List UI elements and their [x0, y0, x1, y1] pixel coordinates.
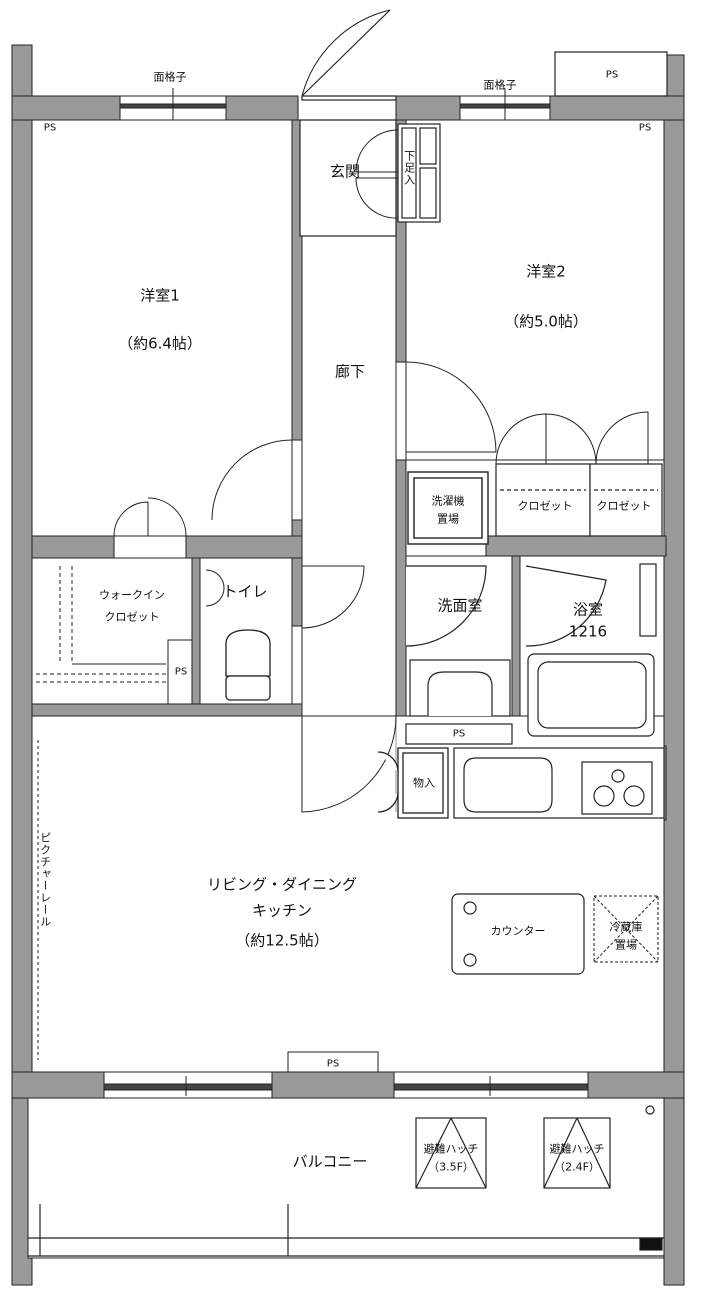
- wic-label-1: ウォークイン: [99, 588, 165, 602]
- western2-size: （約5.0帖）: [504, 312, 588, 331]
- ldk-size: （約12.5帖）: [235, 931, 329, 950]
- western1-doors: [113, 439, 293, 537]
- fridge-label-1: 冷蔵庫: [609, 920, 643, 934]
- washer-space: [407, 471, 489, 545]
- wash-fixtures: [405, 565, 513, 745]
- top-windows: [119, 88, 551, 120]
- ps-label-western2: PS: [638, 122, 652, 134]
- western1-name: 洋室1: [140, 286, 180, 305]
- lattice-left-label: 面格子: [153, 70, 187, 84]
- entrance-label: 玄関: [329, 162, 361, 181]
- shoe-storage: [397, 123, 441, 223]
- washroom-label: 洗面室: [437, 596, 483, 615]
- toilet-fixture: [225, 629, 271, 701]
- ldk-windows: [103, 1051, 589, 1096]
- counter: [451, 893, 585, 975]
- western1-size: （約6.4帖）: [118, 334, 202, 353]
- western2-name: 洋室2: [526, 262, 566, 281]
- hatch-a-label-2: （3.5F）: [428, 1160, 474, 1174]
- toilet-label: トイレ: [222, 582, 268, 601]
- genkan-doors: [355, 129, 399, 219]
- ps-label-ldk: PS: [326, 1058, 340, 1070]
- lattice-right-label: 面格子: [483, 78, 517, 92]
- ldk-label-1: リビング・ダイニング: [206, 875, 358, 894]
- ps-label-western1: PS: [43, 122, 57, 134]
- balcony-label: バルコニー: [292, 1152, 368, 1171]
- ps-label-wash: PS: [452, 728, 466, 740]
- western2-doors: [405, 361, 649, 465]
- closet-b-label: クロゼット: [596, 499, 652, 513]
- fridge-space: [593, 895, 659, 963]
- bath-fixtures: [525, 563, 657, 737]
- washer-label-1: 洗濯機: [431, 494, 465, 508]
- picture-rail-label: ピクチャーレール: [38, 832, 52, 928]
- bathroom-name: 浴室: [572, 600, 604, 619]
- storage: [377, 747, 449, 819]
- closets: [495, 463, 663, 537]
- ps-label-top: PS: [605, 69, 619, 81]
- shoe-storage-label: 下足入: [402, 150, 416, 186]
- wic-label-2: クロゼット: [104, 610, 160, 624]
- ldk-label-2: キッチン: [251, 901, 313, 920]
- ps-box-top: [554, 51, 668, 97]
- toilet-door: [301, 565, 365, 629]
- ps-label-wic: PS: [174, 666, 188, 678]
- wic-fixtures: [36, 566, 225, 705]
- storage-label: 物入: [413, 776, 435, 790]
- closet-a-label: クロゼット: [517, 499, 573, 513]
- fridge-label-2: 置場: [615, 938, 637, 952]
- hallway-label: 廊下: [334, 362, 366, 381]
- hatch-b-label-1: 避難ハッチ: [549, 1142, 605, 1156]
- kitchen-fixtures: [453, 747, 665, 819]
- entrance-door: [299, 9, 397, 237]
- counter-label: カウンター: [490, 924, 546, 938]
- balcony-fixtures: [28, 1105, 664, 1257]
- bathroom-size: 1216: [568, 622, 608, 641]
- hatch-b-label-2: （2.4F）: [554, 1160, 600, 1174]
- washer-label-2: 置場: [437, 512, 459, 526]
- hatch-a-label-1: 避難ハッチ: [423, 1142, 479, 1156]
